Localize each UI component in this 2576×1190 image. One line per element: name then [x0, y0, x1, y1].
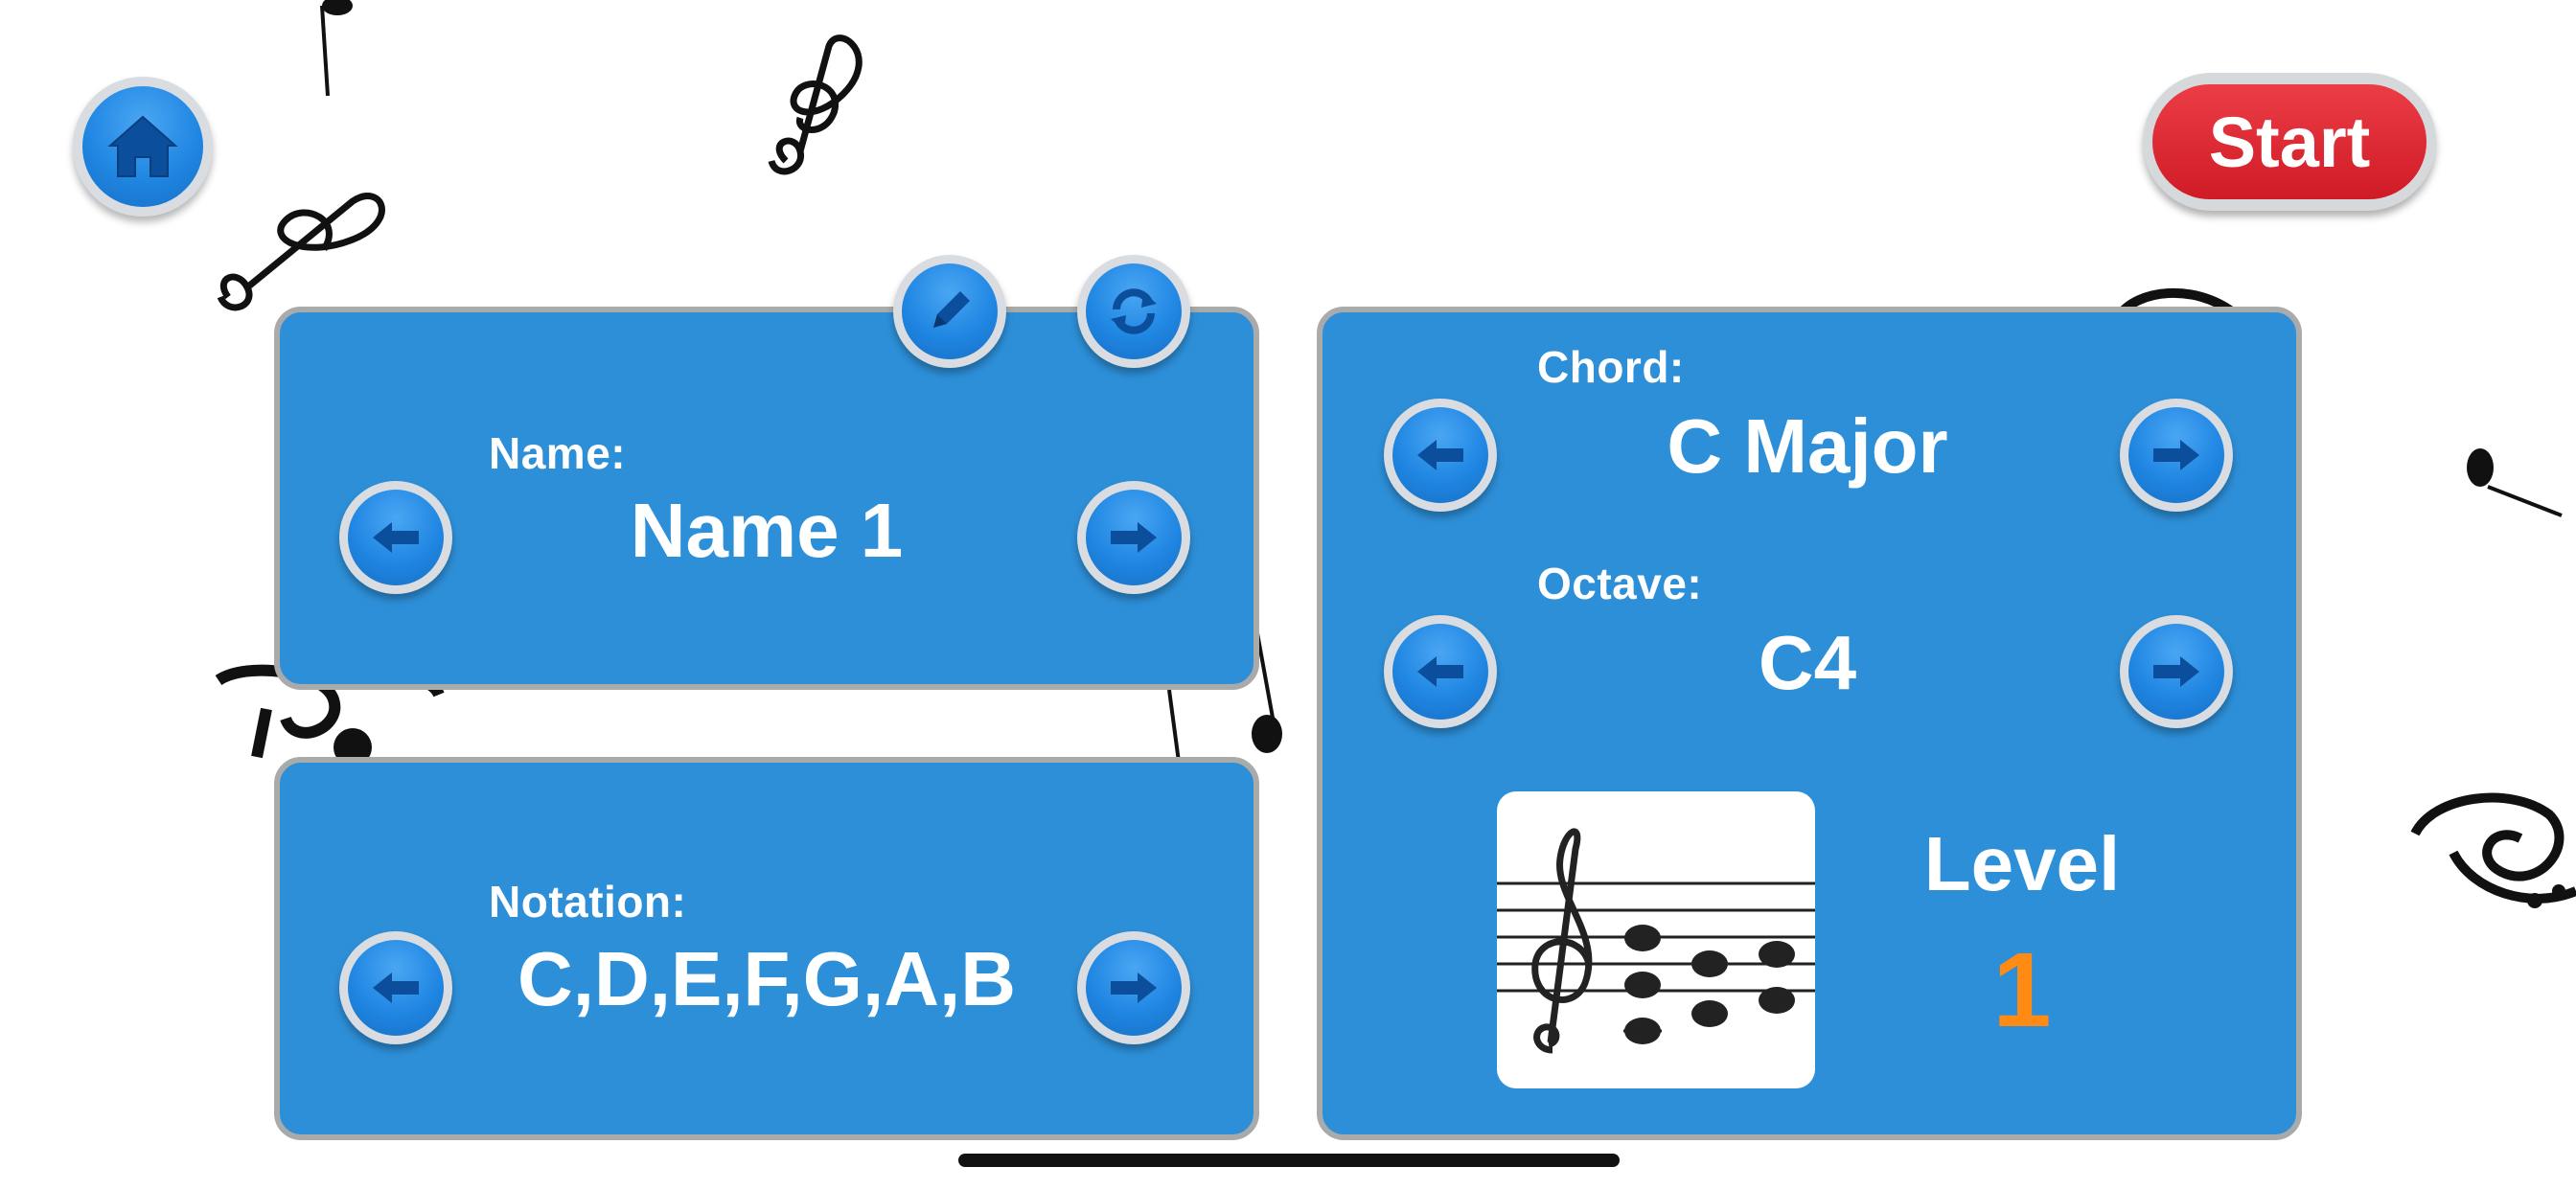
- notation-value: C,D,E,F,G,A,B: [517, 936, 1017, 1021]
- chord-label: Chord:: [1537, 342, 1685, 392]
- arrow-left-icon: [369, 969, 423, 1007]
- notation-prev-button[interactable]: [339, 931, 452, 1044]
- arrow-left-icon: [369, 518, 423, 557]
- octave-next-button[interactable]: [2120, 615, 2233, 728]
- arrow-right-icon: [2150, 436, 2203, 474]
- refresh-icon: [1105, 283, 1162, 340]
- refresh-name-button[interactable]: [1077, 255, 1190, 368]
- home-indicator[interactable]: [958, 1154, 1620, 1167]
- bass-clef-icon: [2396, 747, 2576, 920]
- treble-clef-icon: [757, 27, 901, 180]
- start-label: Start: [2152, 84, 2426, 199]
- name-prev-button[interactable]: [339, 481, 452, 594]
- level-label: Level: [1923, 821, 2121, 906]
- name-next-button[interactable]: [1077, 481, 1190, 594]
- name-label: Name:: [489, 428, 627, 478]
- start-button[interactable]: Start: [2143, 73, 2436, 211]
- arrow-right-icon: [1107, 518, 1161, 557]
- arrow-right-icon: [1107, 969, 1161, 1007]
- notation-next-button[interactable]: [1077, 931, 1190, 1044]
- pencil-icon: [924, 286, 976, 337]
- arrow-left-icon: [1414, 436, 1467, 474]
- level-value: 1: [1992, 931, 2052, 1049]
- treble-clef-icon: [209, 182, 401, 326]
- octave-prev-button[interactable]: [1384, 615, 1497, 728]
- chord-value: C Major: [1667, 403, 1948, 489]
- chord-staff-image: [1497, 791, 1815, 1088]
- name-value: Name 1: [630, 488, 904, 573]
- eighth-note-icon: [316, 0, 364, 105]
- edit-name-button[interactable]: [893, 255, 1006, 368]
- notation-label: Notation:: [489, 877, 687, 927]
- home-icon: [106, 113, 179, 180]
- octave-label: Octave:: [1537, 559, 1703, 608]
- chord-prev-button[interactable]: [1384, 399, 1497, 512]
- eighth-note-icon: [2461, 441, 2566, 527]
- chord-next-button[interactable]: [2120, 399, 2233, 512]
- arrow-right-icon: [2150, 652, 2203, 691]
- arrow-left-icon: [1414, 652, 1467, 691]
- home-button[interactable]: [73, 77, 213, 217]
- octave-value: C4: [1758, 620, 1857, 705]
